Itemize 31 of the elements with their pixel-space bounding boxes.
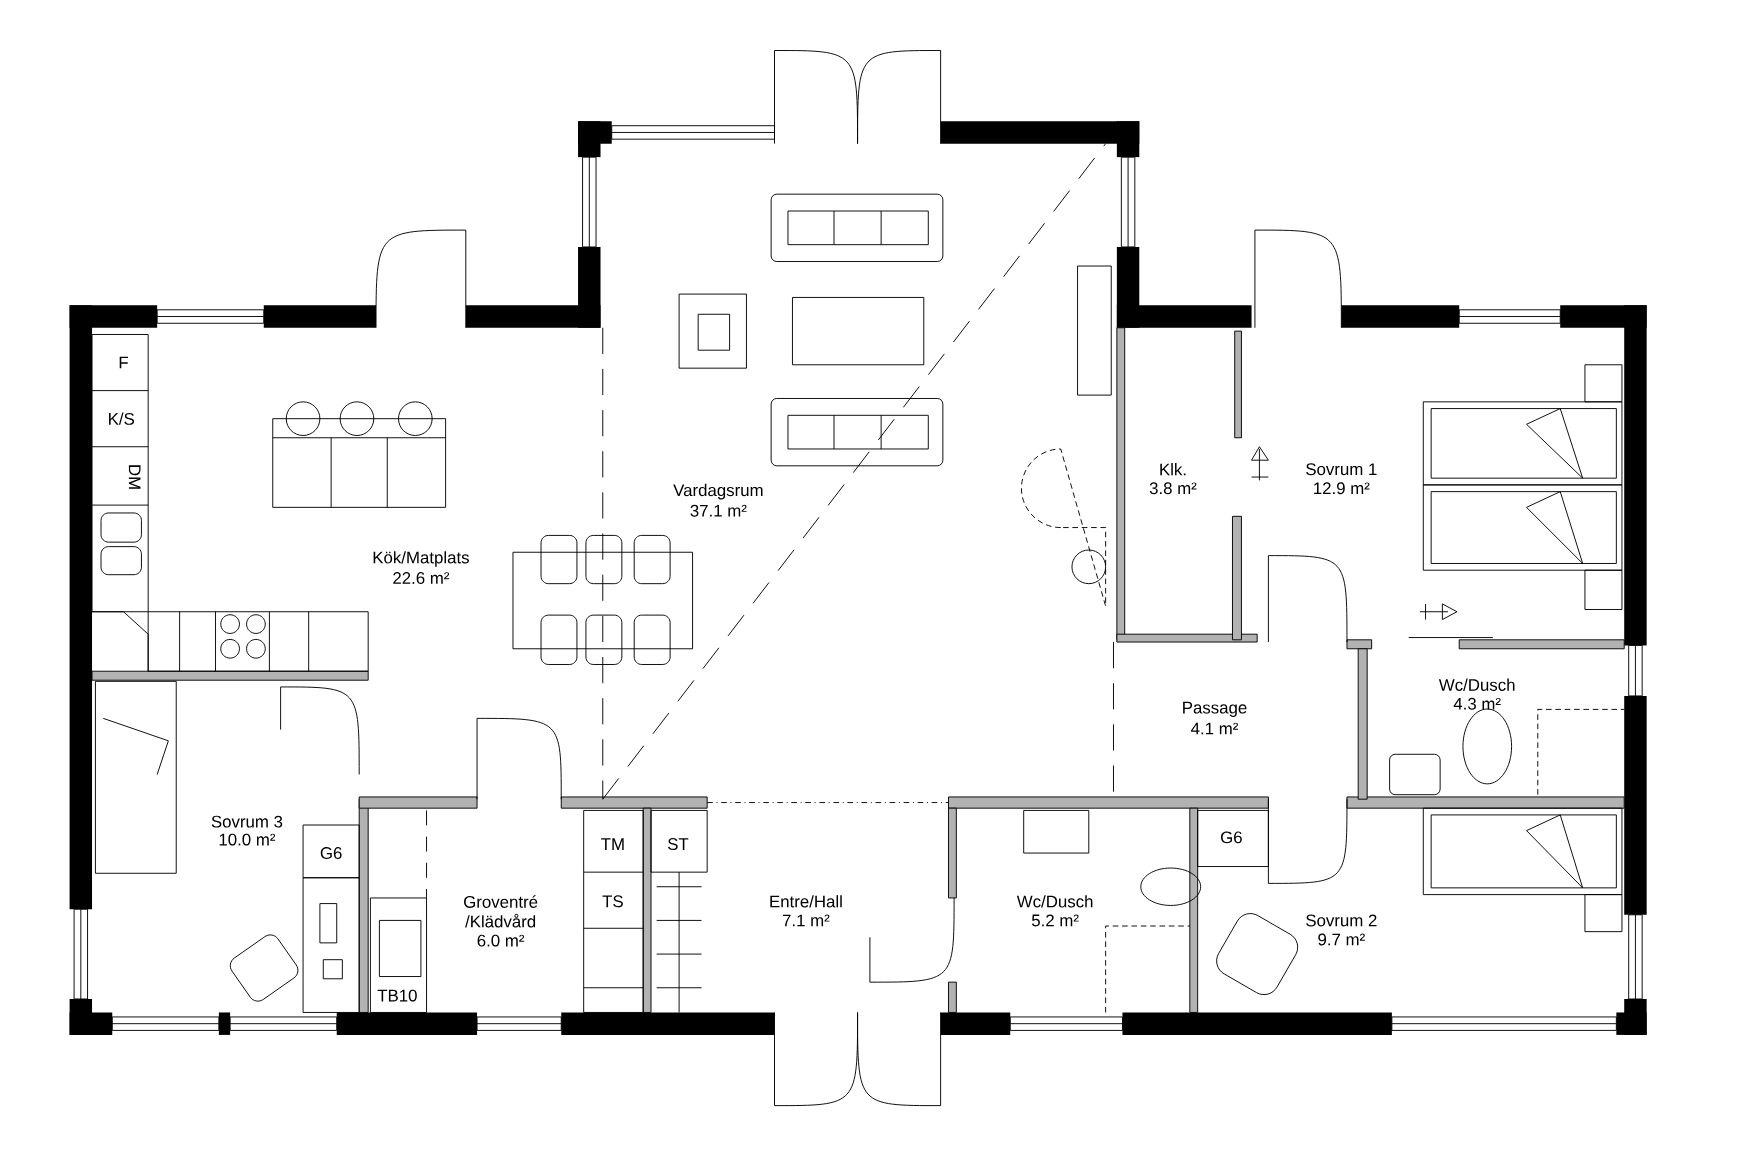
cabinet-label: TM <box>601 838 624 850</box>
appliance-label: G6 <box>320 847 342 860</box>
room-name: Wc/Dusch <box>1016 895 1093 908</box>
room-area: 6.0 m² <box>477 934 525 947</box>
room-name: Sovrum 3 <box>211 815 283 828</box>
room-name: Entre/Hall <box>770 895 842 908</box>
room-name: Sovrum 1 <box>1306 463 1377 476</box>
room-name: Kök/Matplats <box>373 551 469 567</box>
room-name: Passage <box>1183 701 1247 718</box>
room-area: 9.7 m² <box>1318 933 1365 946</box>
room-name: Klk. <box>1160 463 1186 476</box>
appliance-label: F <box>119 356 128 369</box>
appliance-label: K/S <box>109 412 135 425</box>
room-area: 7.1 m² <box>782 914 830 927</box>
room-area: 22.6 m² <box>393 572 450 585</box>
room-area: 3.8 m² <box>1149 482 1197 495</box>
appliance-label: G6 <box>1220 831 1242 844</box>
room-name: Sovrum 2 <box>1306 914 1377 927</box>
room-area: 5.2 m² <box>1031 914 1079 927</box>
room-name: Groventré /Klädvård <box>464 895 538 928</box>
cabinet-label: TS <box>602 895 623 908</box>
room-area: 10.0 m² <box>219 833 276 846</box>
room-area: 4.1 m² <box>1191 722 1239 735</box>
appliance-label: TB10 <box>377 989 417 1002</box>
cabinet-label: ST <box>668 838 689 851</box>
appliance-label: DM <box>128 465 141 489</box>
room-area: 37.1 m² <box>690 504 747 517</box>
room-area: 12.9 m² <box>1314 482 1370 495</box>
room-area: 4.3 m² <box>1453 697 1501 710</box>
room-name: Wc/Dusch <box>1438 678 1515 691</box>
room-name: Vardagsrum <box>673 483 763 500</box>
